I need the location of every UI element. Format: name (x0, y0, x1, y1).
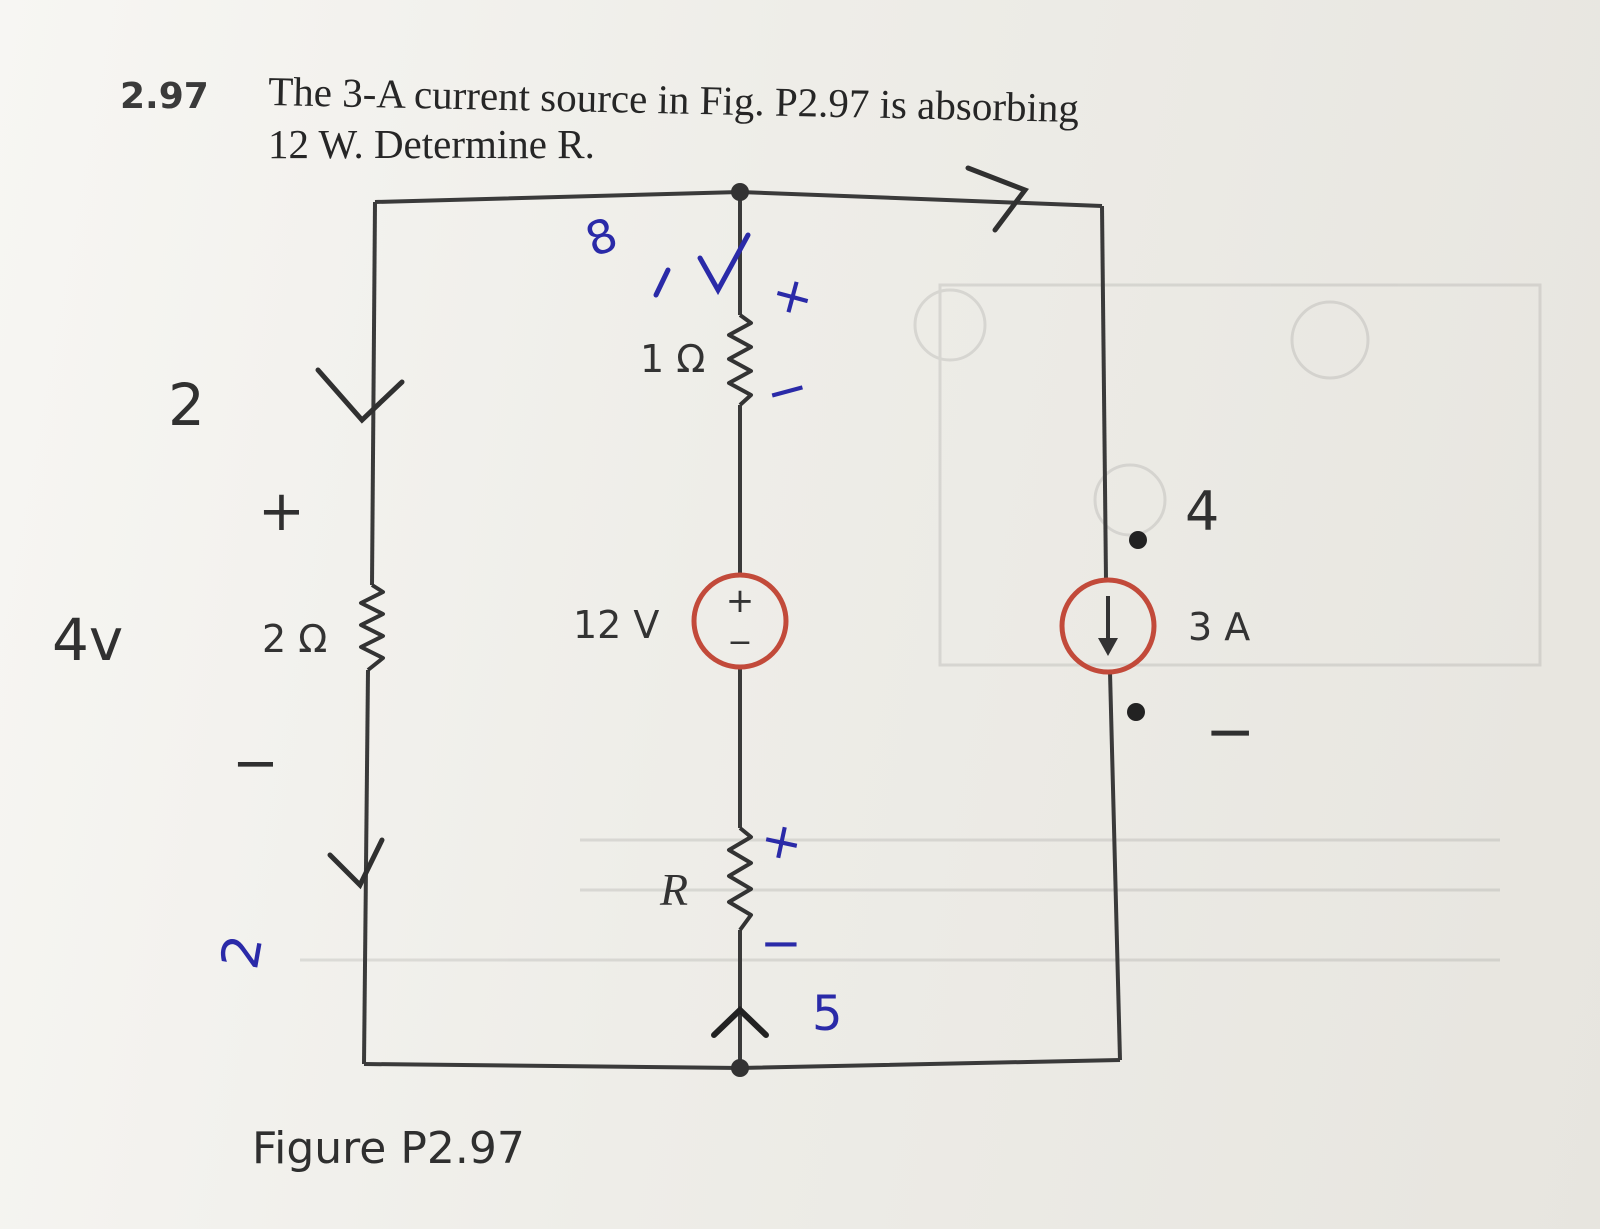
handwritten-annotations-black: 4v 2 + − 4 − (52, 165, 1255, 890)
current-source-label: 3 A (1188, 605, 1250, 649)
resistor-1ohm-label: 1 Ω (640, 337, 705, 381)
resistor-1ohm-symbol (727, 313, 753, 407)
right-minus-annotation: − (1205, 697, 1255, 767)
bleed-through-background (300, 283, 1542, 962)
top-wire-arrow-icon (965, 165, 1029, 233)
ink-mark-icon (1129, 531, 1147, 549)
bottom-node-dot (731, 1059, 749, 1077)
left-voltage-annotation: 4v (52, 606, 123, 674)
voltage-source-minus: − (727, 625, 752, 660)
resistor-R-label: R (659, 864, 688, 915)
problem-number: 2.97 (120, 76, 209, 117)
current-direction-arrow-icon (1098, 596, 1118, 656)
voltage-source-plus: + (726, 581, 755, 621)
right-voltage-annotation: 4 (1185, 480, 1219, 543)
top-resistor-arrow-icon (697, 232, 751, 296)
left-top-arrow-icon (315, 367, 405, 424)
problem-text-line-2: 12 W. Determine R. (268, 121, 595, 167)
resistor-2ohm-label: 2 Ω (262, 617, 327, 661)
left-minus-annotation: − (232, 731, 279, 796)
bottom-current-annotation: 5 (812, 986, 843, 1042)
voltage-source-label: 12 V (573, 603, 659, 647)
bottom-branch-up-arrow-icon (711, 1005, 769, 1038)
figure-caption: Figure P2.97 (252, 1123, 525, 1174)
ink-mark-icon (1127, 703, 1145, 721)
resistor-R-symbol (727, 826, 753, 932)
left-bottom-arrow-icon (327, 837, 385, 890)
top-resistor-plus-annotation: + (765, 262, 820, 329)
top-node-dot (731, 183, 749, 201)
top-resistor-tick-icon (653, 267, 671, 298)
top-scribble-annotation: 8 (578, 207, 624, 268)
left-current-bottom-annotation: 2 (210, 930, 275, 973)
resistor-2ohm-symbol (359, 583, 385, 672)
current-source-circle (1059, 577, 1157, 675)
left-current-top-annotation: 2 (168, 371, 205, 439)
top-resistor-minus-annotation: − (759, 357, 814, 424)
voltage-source-circle (691, 572, 789, 670)
bottom-resistor-plus-annotation: + (755, 809, 808, 874)
left-plus-annotation: + (258, 479, 305, 544)
bottom-resistor-minus-annotation: − (760, 914, 802, 972)
